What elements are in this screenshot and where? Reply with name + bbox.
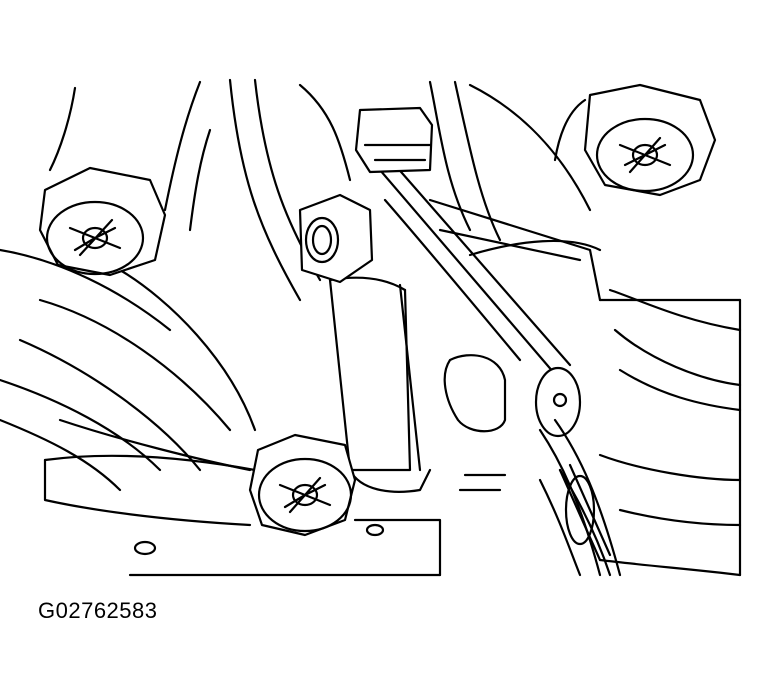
center-stud-nut	[298, 193, 374, 284]
housing-contours	[0, 78, 742, 577]
hex-bolt-top-right	[583, 83, 717, 197]
slotted-plate	[538, 418, 622, 577]
figure-id-caption: G02762583	[38, 598, 158, 623]
mounting-bracket	[328, 163, 602, 493]
bracket-slot	[443, 354, 507, 433]
hex-bolt-left	[38, 166, 167, 277]
small-rivets	[133, 473, 507, 556]
top-hex-nut	[354, 106, 434, 174]
washer-fastener	[534, 366, 582, 438]
hex-bolt-bottom	[248, 433, 357, 537]
